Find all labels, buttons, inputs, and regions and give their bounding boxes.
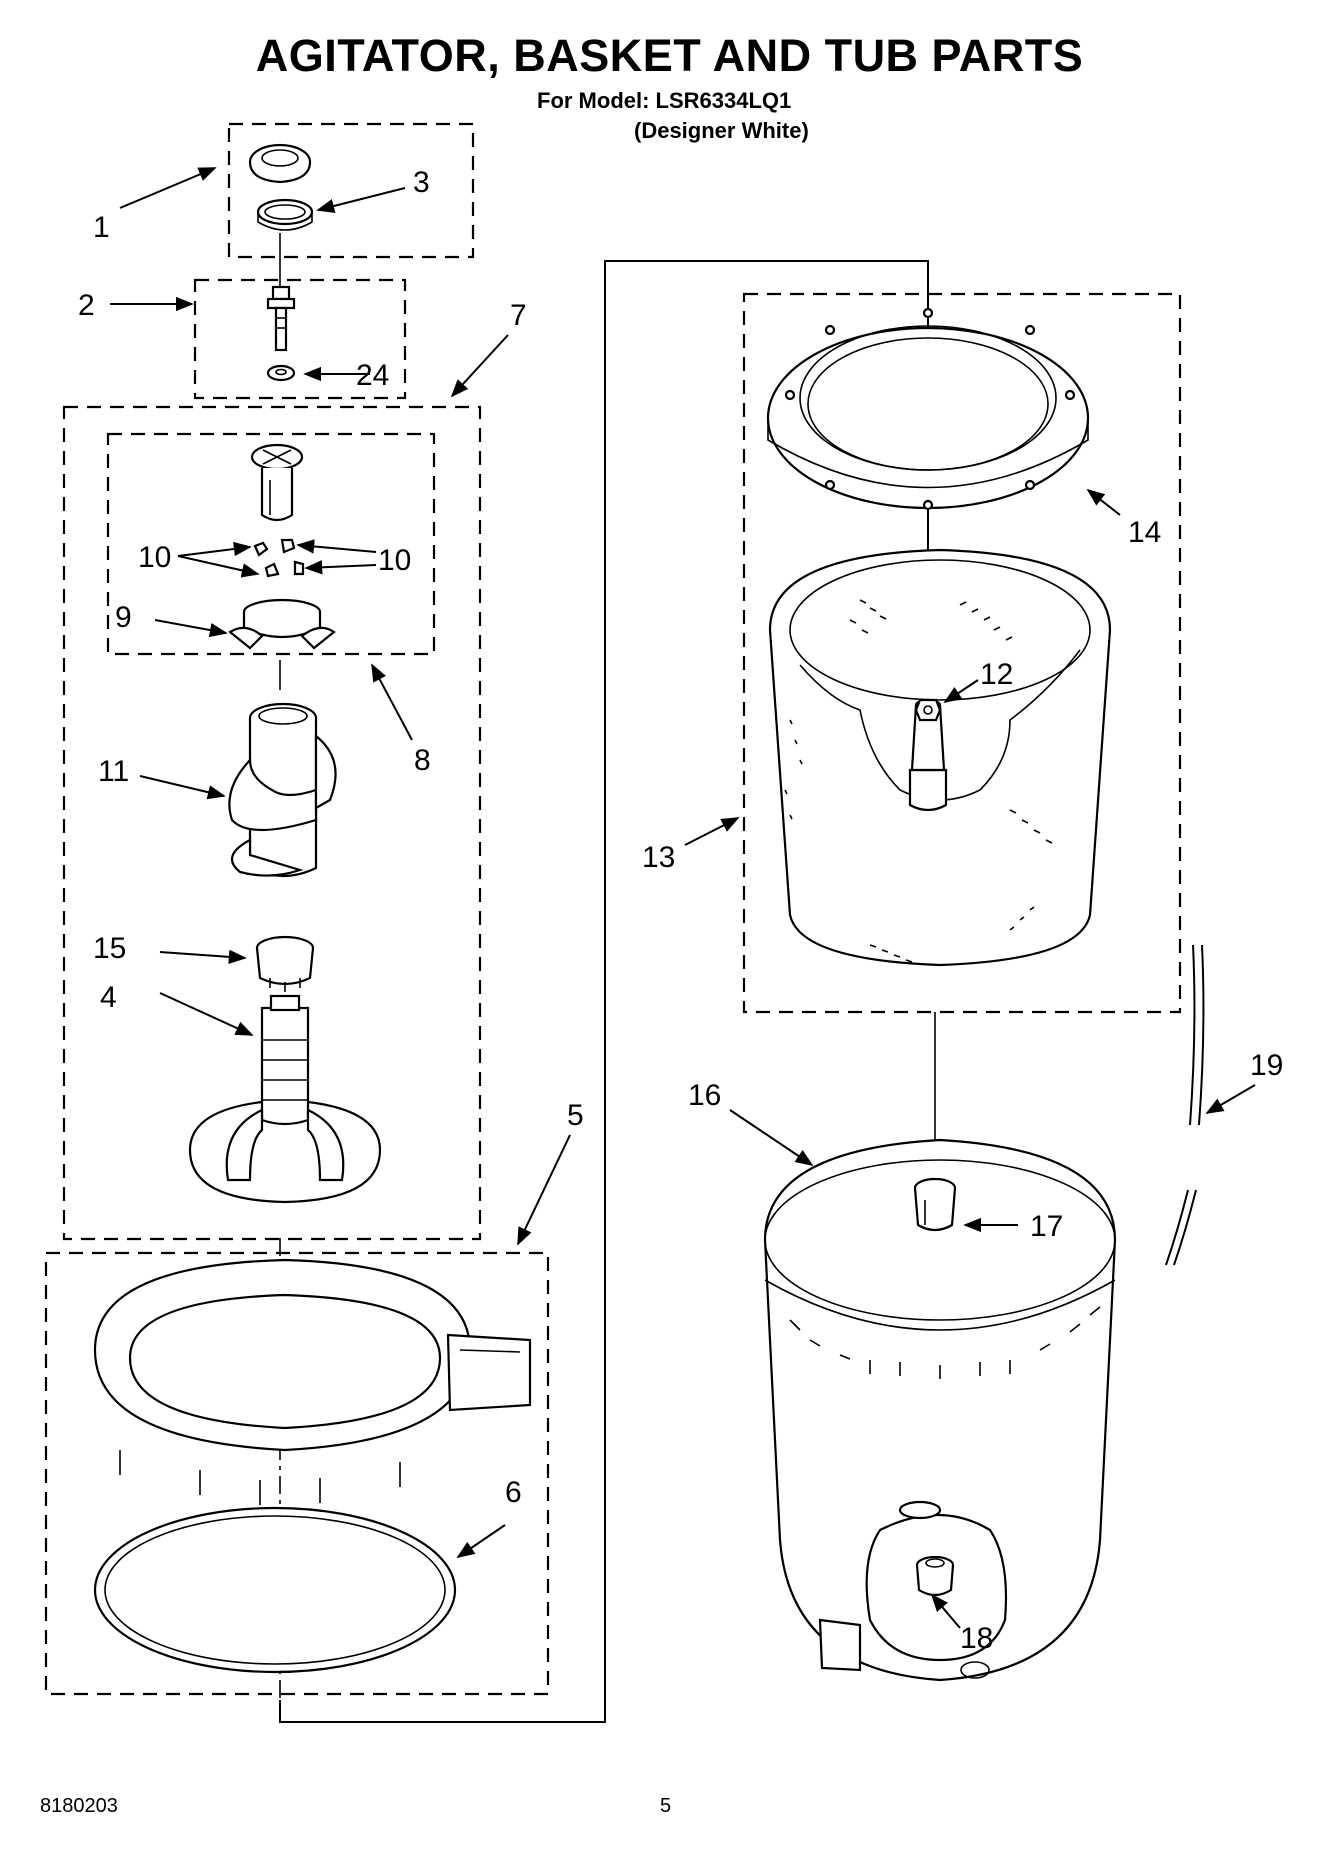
callout-18: 18 [960, 1622, 993, 1655]
callout-17: 17 [1030, 1210, 1063, 1243]
agitator-cap-part [248, 143, 312, 184]
hose-part [1165, 944, 1205, 1266]
callout-3: 3 [413, 166, 430, 199]
page-number: 5 [660, 1795, 672, 1817]
callout-7: 7 [510, 299, 527, 332]
callout-8: 8 [414, 744, 431, 777]
callout-13: 13 [642, 841, 675, 874]
callout-1: 1 [93, 211, 110, 244]
group-box-basket [742, 292, 1182, 1014]
tub-ring-seal-part [93, 1506, 457, 1674]
tub-ring-part [93, 1258, 532, 1505]
callout-6: 6 [505, 1476, 522, 1509]
callout-10-left: 10 [138, 541, 171, 574]
callout-9: 9 [115, 601, 132, 634]
dog-ramp-part [228, 598, 336, 650]
page-title: AGITATOR, BASKET AND TUB PARTS [255, 30, 1084, 81]
callout-arrows [110, 167, 1256, 1629]
callout-24: 24 [356, 359, 389, 392]
callout-11: 11 [98, 755, 129, 788]
callout-16: 16 [688, 1079, 721, 1112]
callout-12: 12 [980, 658, 1013, 691]
drive-bell-part [255, 935, 315, 992]
drain-fitting-part [915, 1555, 955, 1597]
agitator-base-part [188, 994, 382, 1204]
callout-15: 15 [93, 932, 126, 965]
agitator-barrel-part [228, 702, 337, 878]
spin-basket-part [768, 548, 1112, 967]
document-number: 8180203 [40, 1795, 118, 1817]
callout-2: 2 [78, 289, 95, 322]
balance-ring-part [766, 307, 1090, 511]
dog-parts [253, 538, 305, 578]
group-box-ring [44, 1251, 550, 1696]
callout-4: 4 [100, 981, 117, 1014]
cam-part [250, 443, 304, 522]
callout-14: 14 [1128, 516, 1161, 549]
washer-part [266, 364, 296, 382]
agitator-bolt-part [266, 285, 296, 352]
group-box-cap [227, 122, 475, 259]
model-variant: (Designer White) [634, 118, 809, 143]
callout-19: 19 [1250, 1049, 1283, 1082]
group-box-bolt [193, 278, 407, 400]
group-box-agitator [62, 405, 482, 1241]
tub-seal-part [913, 1177, 957, 1232]
cap-seal-ring-part [256, 198, 314, 231]
outer-tub-part [763, 1138, 1117, 1682]
drive-nut-part [914, 698, 942, 722]
callout-10-right: 10 [378, 544, 411, 577]
group-box-dogs [106, 432, 436, 656]
model-number: For Model: LSR6334LQ1 [537, 88, 792, 113]
callout-5: 5 [567, 1099, 584, 1132]
